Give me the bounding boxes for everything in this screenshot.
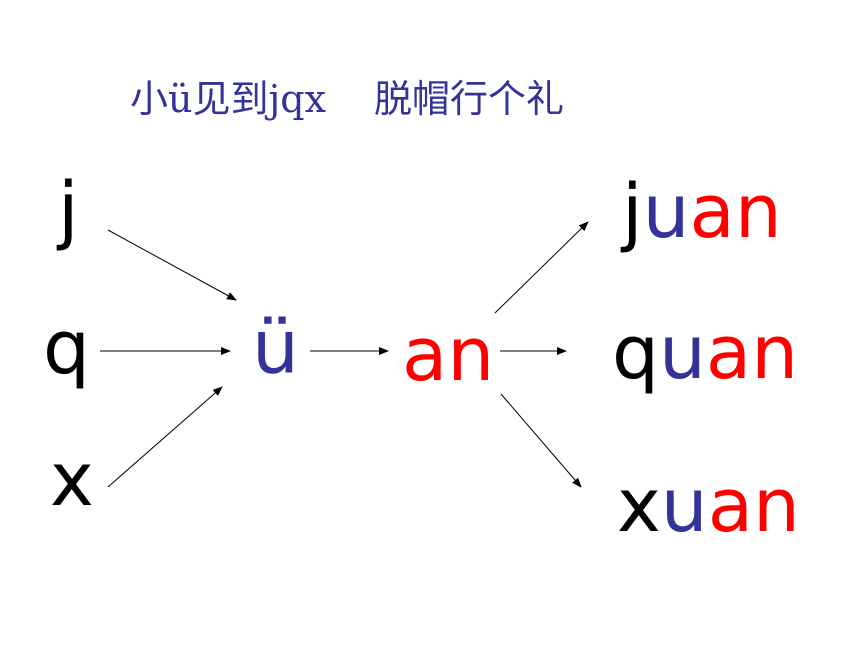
result-quan: quan <box>612 313 798 393</box>
initial-q: q <box>43 305 90 391</box>
arrow-j-to-u <box>107 229 237 301</box>
result-xuan-final: an <box>707 463 800 549</box>
arrow-an-to-juan <box>494 221 589 314</box>
result-xuan: xuan <box>617 466 800 546</box>
result-juan-initial: j <box>622 169 643 255</box>
title: 小ü见到jqx 脱帽行个礼 <box>130 74 564 124</box>
arrow-an-to-xuan <box>500 393 582 488</box>
result-xuan-initial: x <box>617 463 661 549</box>
result-quan-initial: q <box>612 310 659 396</box>
result-juan-medial: u <box>642 169 690 255</box>
initial-j: j <box>58 167 79 253</box>
result-juan: juan <box>622 172 782 252</box>
title-part-2: 脱帽行个礼 <box>374 77 565 121</box>
title-part-1: 小ü见到jqx <box>130 77 327 121</box>
final-an: an <box>402 312 495 398</box>
initial-x: x <box>50 437 94 523</box>
medial-u-umlaut: ü <box>252 305 299 391</box>
result-xuan-medial: u <box>660 463 708 549</box>
result-juan-final: an <box>689 169 782 255</box>
arrow-x-to-u <box>107 386 223 488</box>
result-quan-final: an <box>705 310 799 396</box>
result-quan-medial: u <box>658 310 706 396</box>
